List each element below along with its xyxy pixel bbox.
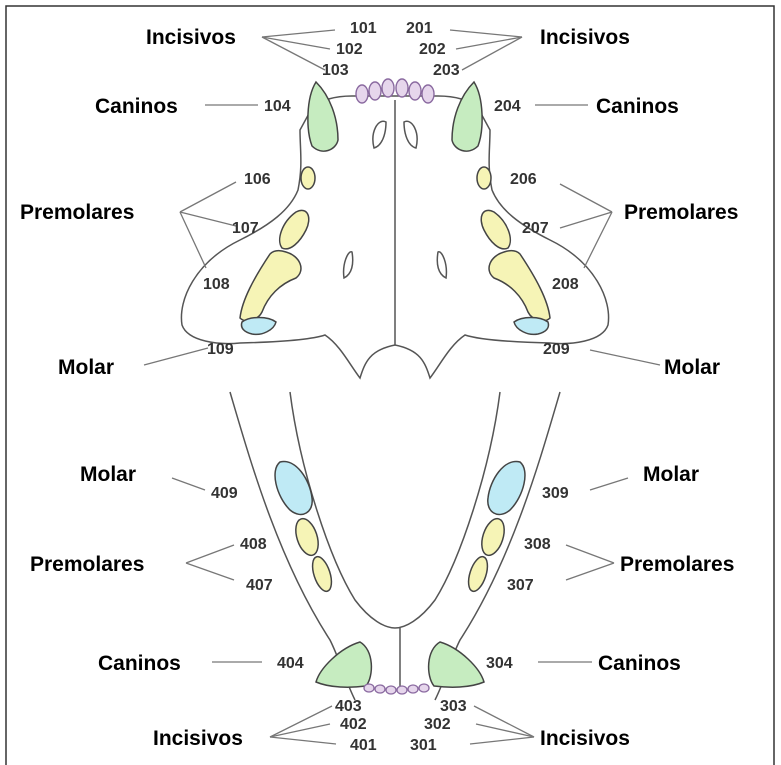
num-404: 404: [277, 655, 304, 672]
num-101: 101: [350, 20, 377, 37]
num-208: 208: [552, 276, 579, 293]
tooth-301: [397, 686, 407, 694]
tooth-103: [356, 85, 368, 103]
label-upper-incisors-left: Incisivos: [146, 26, 236, 49]
num-301: 301: [410, 737, 437, 754]
num-202: 202: [419, 41, 446, 58]
tooth-106: [301, 167, 315, 189]
tooth-403: [364, 684, 374, 692]
label-lower-canines-right: Caninos: [598, 652, 681, 675]
num-109: 109: [207, 341, 234, 358]
label-lower-premolars-right: Premolares: [620, 553, 734, 576]
num-308: 308: [524, 536, 551, 553]
num-203: 203: [433, 62, 460, 79]
num-107: 107: [232, 220, 259, 237]
tooth-201: [396, 79, 408, 97]
num-402: 402: [340, 716, 367, 733]
label-lower-molar-right: Molar: [643, 463, 699, 486]
tooth-202: [409, 82, 421, 100]
num-408: 408: [240, 536, 267, 553]
tooth-302: [408, 685, 418, 693]
label-lower-incisors-right: Incisivos: [540, 727, 630, 750]
num-407: 407: [246, 577, 273, 594]
tooth-101: [382, 79, 394, 97]
num-309: 309: [542, 485, 569, 502]
num-106: 106: [244, 171, 271, 188]
label-lower-molar-left: Molar: [80, 463, 136, 486]
num-206: 206: [510, 171, 537, 188]
tooth-203: [422, 85, 434, 103]
label-upper-premolars-left: Premolares: [20, 201, 134, 224]
label-upper-canines-left: Caninos: [95, 95, 178, 118]
num-403: 403: [335, 698, 362, 715]
label-upper-incisors-right: Incisivos: [540, 26, 630, 49]
num-207: 207: [522, 220, 549, 237]
num-307: 307: [507, 577, 534, 594]
num-104: 104: [264, 98, 291, 115]
label-upper-premolars-right: Premolares: [624, 201, 738, 224]
label-lower-canines-left: Caninos: [98, 652, 181, 675]
num-209: 209: [543, 341, 570, 358]
num-103: 103: [322, 62, 349, 79]
label-lower-incisors-left: Incisivos: [153, 727, 243, 750]
num-303: 303: [440, 698, 467, 715]
num-201: 201: [406, 20, 433, 37]
num-108: 108: [203, 276, 230, 293]
tooth-402: [375, 685, 385, 693]
num-304: 304: [486, 655, 513, 672]
num-401: 401: [350, 737, 377, 754]
label-upper-molar-right: Molar: [664, 356, 720, 379]
tooth-401: [386, 686, 396, 694]
tooth-102: [369, 82, 381, 100]
num-302: 302: [424, 716, 451, 733]
tooth-206: [477, 167, 491, 189]
label-upper-molar-left: Molar: [58, 356, 114, 379]
label-upper-canines-right: Caninos: [596, 95, 679, 118]
num-409: 409: [211, 485, 238, 502]
num-204: 204: [494, 98, 521, 115]
label-lower-premolars-left: Premolares: [30, 553, 144, 576]
num-102: 102: [336, 41, 363, 58]
tooth-303: [419, 684, 429, 692]
